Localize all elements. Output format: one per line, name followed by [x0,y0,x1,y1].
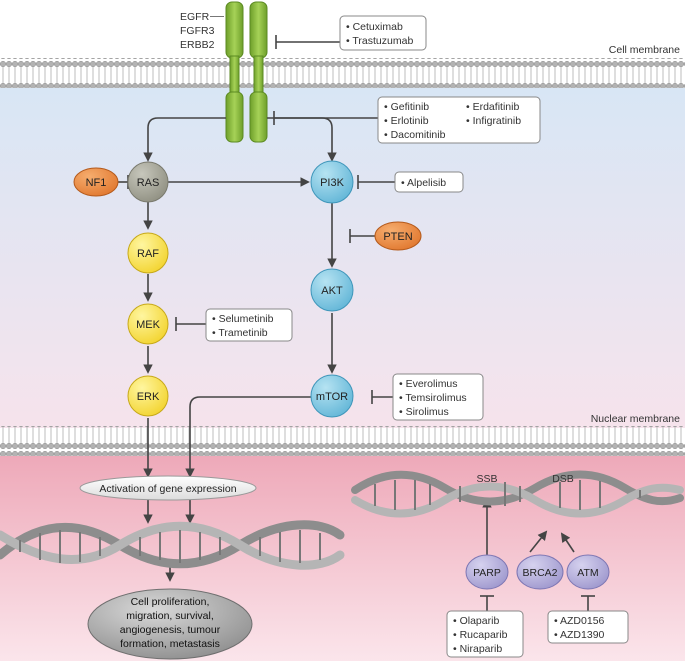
pi3k-node: PI3K [310,160,354,204]
nuclear-membrane-label: Nuclear membrane [591,413,680,425]
svg-text:• Trametinib: • Trametinib [212,327,268,339]
svg-text:mTOR: mTOR [316,391,348,403]
svg-text:• AZD1390: • AZD1390 [554,629,605,641]
svg-text:MEK: MEK [136,319,161,331]
ras-node: RAS [127,161,169,203]
brca2-node: BRCA2 [516,554,564,590]
svg-text:• Selumetinib: • Selumetinib [212,313,274,325]
svg-text:Cell proliferation,: Cell proliferation, [131,596,210,608]
mtor-node: mTOR [310,374,354,418]
cellular-outcome: Cell proliferation, migration, survival,… [87,588,253,660]
atm-drug-box: • AZD0156 • AZD1390 [547,610,629,644]
svg-text:angiogenesis, tumour: angiogenesis, tumour [120,624,221,636]
nuclear-membrane [0,426,685,456]
dna-helix-left [0,520,345,570]
svg-text:• Cetuximab: • Cetuximab [346,21,403,33]
svg-text:• Temsirolimus: • Temsirolimus [399,392,467,404]
nf1-node: NF1 [73,167,119,197]
svg-text:• Erdafitinib: • Erdafitinib [466,101,519,113]
svg-text:migration, survival,: migration, survival, [126,610,214,622]
svg-text:• AZD0156: • AZD0156 [554,615,605,627]
svg-text:• Olaparib: • Olaparib [453,615,499,627]
svg-text:• Niraparib: • Niraparib [453,643,502,655]
receptor-dimer [225,1,268,143]
svg-text:• Trastuzumab: • Trastuzumab [346,35,413,47]
antibody-drug-box: • Cetuximab • Trastuzumab [339,15,427,51]
svg-text:PTEN: PTEN [383,231,412,243]
parp-drug-box: • Olaparib • Rucaparib • Niraparib [446,610,524,658]
mek-node: MEK [127,303,169,345]
erk-node: ERK [127,375,169,417]
parp-node: PARP [465,554,509,590]
dna-helix-right [351,470,684,518]
cell-membrane [0,58,685,88]
svg-text:• Everolimus: • Everolimus [399,378,458,390]
svg-text:ERK: ERK [137,391,160,403]
svg-text:• Infigratinib: • Infigratinib [466,115,521,127]
svg-text:AKT: AKT [321,285,343,297]
svg-text:• Gefitinib: • Gefitinib [384,101,429,113]
svg-text:ATM: ATM [577,567,598,579]
receptor-label-fgfr3: FGFR3 [180,25,215,37]
gene-expression-label: Activation of gene expression [79,475,257,501]
ssb-label: SSB [476,473,497,485]
mtor-drug-box: • Everolimus • Temsirolimus • Sirolimus [392,373,484,421]
svg-text:Activation of gene expression: Activation of gene expression [99,483,236,495]
svg-text:• Dacomitinib: • Dacomitinib [384,129,446,141]
pten-node: PTEN [374,221,422,251]
svg-text:NF1: NF1 [86,177,107,189]
raf-node: RAF [127,232,169,274]
svg-text:PI3K: PI3K [320,177,345,189]
svg-text:PARP: PARP [473,567,501,579]
receptor-label-erbb2: ERBB2 [180,39,215,51]
svg-text:• Sirolimus: • Sirolimus [399,406,449,418]
receptor-label-egfr: EGFR [180,11,210,23]
svg-text:• Erlotinib: • Erlotinib [384,115,429,127]
svg-text:BRCA2: BRCA2 [522,567,557,579]
svg-text:RAS: RAS [137,177,160,189]
svg-text:• Alpelisib: • Alpelisib [401,177,446,189]
svg-text:• Rucaparib: • Rucaparib [453,629,508,641]
atm-node: ATM [566,554,610,590]
mek-drug-box: • Selumetinib • Trametinib [205,308,293,342]
cell-membrane-label: Cell membrane [609,44,680,56]
svg-text:formation, metastasis: formation, metastasis [120,638,220,650]
dsb-label: DSB [552,473,574,485]
svg-text:RAF: RAF [137,248,159,260]
pi3k-drug-box: • Alpelisib [394,171,464,193]
tki-drug-box: • Gefitinib • Erlotinib • Dacomitinib • … [377,96,541,144]
akt-node: AKT [310,268,354,312]
